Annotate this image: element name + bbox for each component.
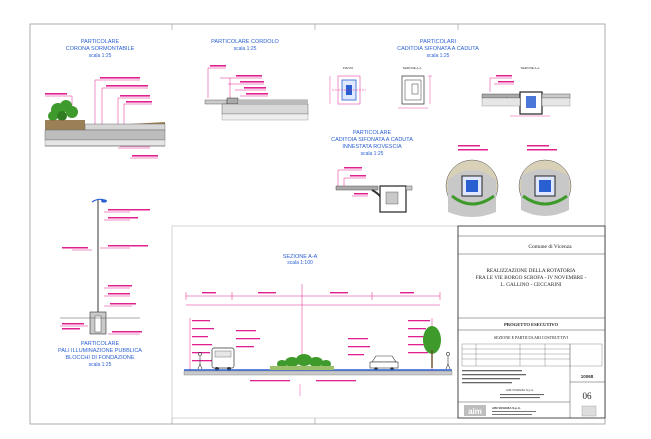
- detail-scale: scala 1:25: [427, 53, 450, 59]
- company-name: AIM VICENZA S.p.A.: [506, 388, 534, 392]
- section-a-a: SEZIONE A-A scala 1:100: [171, 225, 459, 419]
- detail-caditoia-innestata: PARTICOLARE CADITOIA SIFONATA A CADUTA I…: [331, 130, 413, 213]
- section-scale: scala 1:100: [287, 260, 313, 266]
- view-label: SEZIONE A-A: [403, 66, 422, 70]
- project-line-3: L. GALLINO - CECCARINI: [500, 282, 561, 288]
- detail-cordolo: PARTICOLARE CORDOLO scala 1:25: [204, 39, 309, 121]
- caditoia-road-section: [481, 75, 571, 117]
- detail-title: PARTICOLARE: [81, 39, 120, 45]
- section-title: SEZIONE A-A: [283, 254, 318, 260]
- tree: [423, 326, 441, 368]
- detail-caditoia: PARTICOLARI CADITOIA SIFONATA A CADUTA s…: [329, 39, 571, 117]
- shrub: [48, 100, 78, 121]
- sheet-number: 06: [583, 391, 593, 401]
- lamp-post: [60, 198, 140, 335]
- detail-line2: BLOCCHI DI FONDAZIONE: [65, 355, 134, 361]
- detail-scale: scala 1:25: [361, 151, 384, 157]
- pozzetto-right: [518, 159, 572, 216]
- view-label: PIANTA: [343, 66, 354, 70]
- company-name-footer: AIM VICENZA S.p.A.: [492, 406, 521, 410]
- detail-pozzetto-views: [445, 145, 572, 217]
- project-line-2: FRA LE VIE BORGO SCROFA - IV NOVEMBRE -: [476, 275, 587, 281]
- project-line-1: REALIZZAZIONE DELLA ROTATORIA: [486, 268, 575, 274]
- detail-line2: INNESTATA ROVESCIA: [342, 144, 402, 150]
- title-block: Comune di Vicenza REALIZZAZIONE DELLA RO…: [457, 225, 606, 419]
- pozzetto-left: [445, 159, 499, 217]
- detail-line1: PALI ILLUMINAZIONE PUBBLICA: [58, 348, 142, 354]
- detail-scale: scala 1:25: [89, 53, 112, 59]
- detail-title: PARTICOLARI: [420, 39, 457, 45]
- caditoia-plan: [329, 75, 366, 105]
- client-name: Comune di Vicenza: [528, 244, 572, 250]
- detail-corona-sormontabile: PARTICOLARE CORONA SORMONTABILE scala 1:…: [44, 39, 166, 159]
- drawing-title: SEZIONE E PARTICOLARI COSTRUTTIVI: [494, 335, 569, 340]
- file-number: 10068: [581, 374, 594, 379]
- detail-subtitle: CORONA SORMONTABILE: [66, 46, 135, 52]
- caditoia-section: [398, 75, 432, 109]
- project-phase: PROGETTO ESECUTIVO: [504, 322, 558, 327]
- detail-title: PARTICOLARE: [353, 130, 392, 136]
- detail-scale: scala 1:25: [89, 362, 112, 368]
- view-label: SEZIONE A-A: [521, 66, 540, 70]
- logo-text: aim: [468, 407, 482, 416]
- pedestrian: [197, 352, 451, 370]
- bus: [211, 347, 235, 371]
- detail-pali-illuminazione: PARTICOLARE PALI ILLUMINAZIONE PUBBLICA …: [58, 198, 150, 368]
- detail-subtitle: CADITOIA SIFONATA A CADUTA: [397, 46, 479, 52]
- detail-title: PARTICOLARE CORDOLO: [211, 39, 279, 45]
- detail-title: PARTICOLARE: [81, 341, 120, 347]
- detail-line1: CADITOIA SIFONATA A CADUTA: [331, 137, 413, 143]
- aim-logo: aim: [464, 405, 486, 416]
- detail-scale: scala 1:25: [234, 46, 257, 52]
